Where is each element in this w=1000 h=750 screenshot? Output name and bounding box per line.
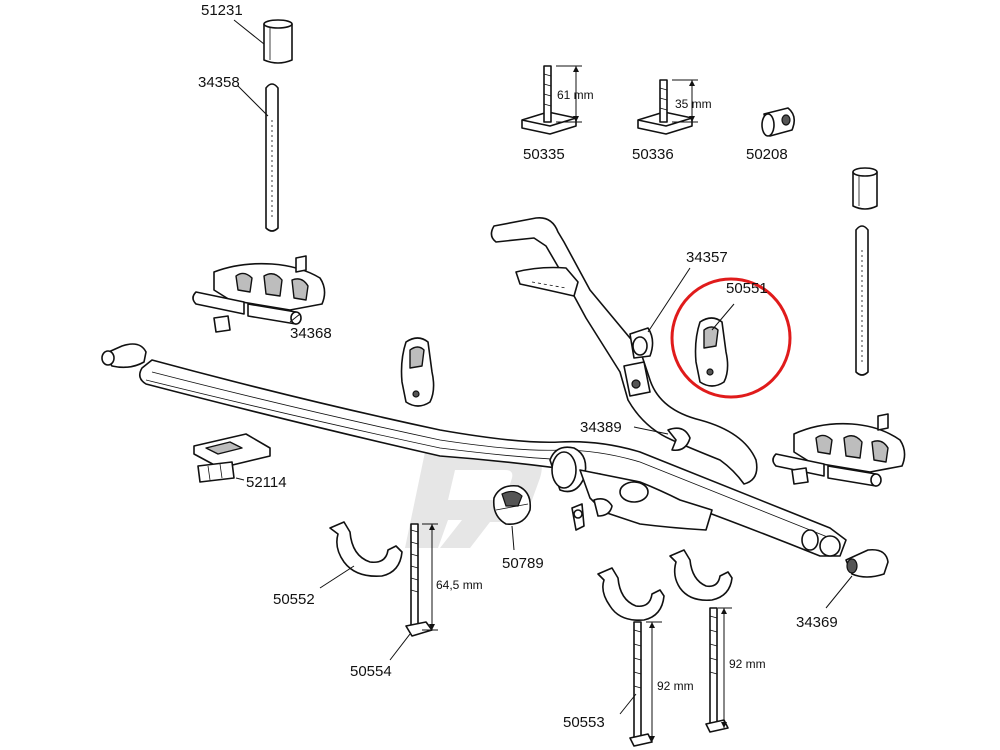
part-50551-jaw (647, 267, 735, 387)
part-50336-tbolt (637, 79, 698, 135)
part-34369-endcap (825, 548, 889, 609)
label-50551: 50551 (726, 280, 768, 297)
part-34389-clip (633, 426, 691, 452)
part-51231-sleeve (233, 19, 293, 64)
label-34368: 34368 (290, 325, 332, 342)
watermark-logo (405, 452, 542, 548)
dim-64-5mm: 64,5 mm (436, 578, 483, 592)
label-34357: 34357 (686, 249, 728, 266)
label-34369: 34369 (796, 614, 838, 631)
part-50553-bracket-b (669, 549, 733, 602)
leader-50789 (511, 525, 515, 551)
label-50335: 50335 (523, 146, 565, 163)
part-34368-wheel-holder (192, 255, 326, 333)
label-51231: 51231 (201, 2, 243, 19)
leader-34368 (289, 313, 301, 323)
part-50789-cap (492, 484, 532, 526)
label-50789: 50789 (502, 555, 544, 572)
part-34368-wheel-holder-right (772, 413, 906, 487)
part-34357-arm (490, 216, 758, 485)
part-50554-bolt (389, 523, 438, 661)
highlight-circle (670, 277, 792, 399)
label-50554: 50554 (350, 663, 392, 680)
part-main-rail (138, 359, 847, 557)
label-34389: 34389 (580, 419, 622, 436)
dim-61mm: 61 mm (557, 88, 594, 102)
part-lock-knob (549, 446, 713, 531)
label-34358: 34358 (198, 74, 240, 91)
part-52114-plate (193, 433, 271, 483)
dim-92mm-b: 92 mm (729, 657, 766, 671)
part-50553-bracket-a (597, 567, 665, 622)
part-50552-bracket (319, 521, 403, 589)
label-50336: 50336 (632, 146, 674, 163)
part-right-sleeve (852, 167, 878, 210)
part-50553-bolt-b (705, 607, 732, 733)
label-50208: 50208 (746, 146, 788, 163)
part-50208-nut (761, 107, 796, 137)
dim-35mm: 35 mm (675, 97, 712, 111)
leader-52114 (235, 477, 245, 481)
part-34358-strap (237, 83, 279, 232)
part-50553-bolt-a (619, 621, 662, 747)
part-50335-tbolt (521, 65, 582, 135)
part-middle-jaw (400, 337, 435, 407)
dim-92mm-a: 92 mm (657, 679, 694, 693)
label-50552: 50552 (273, 591, 315, 608)
part-left-endcap (101, 343, 147, 369)
label-52114: 52114 (246, 474, 287, 491)
part-right-strap (855, 225, 869, 376)
label-50553: 50553 (563, 714, 605, 731)
